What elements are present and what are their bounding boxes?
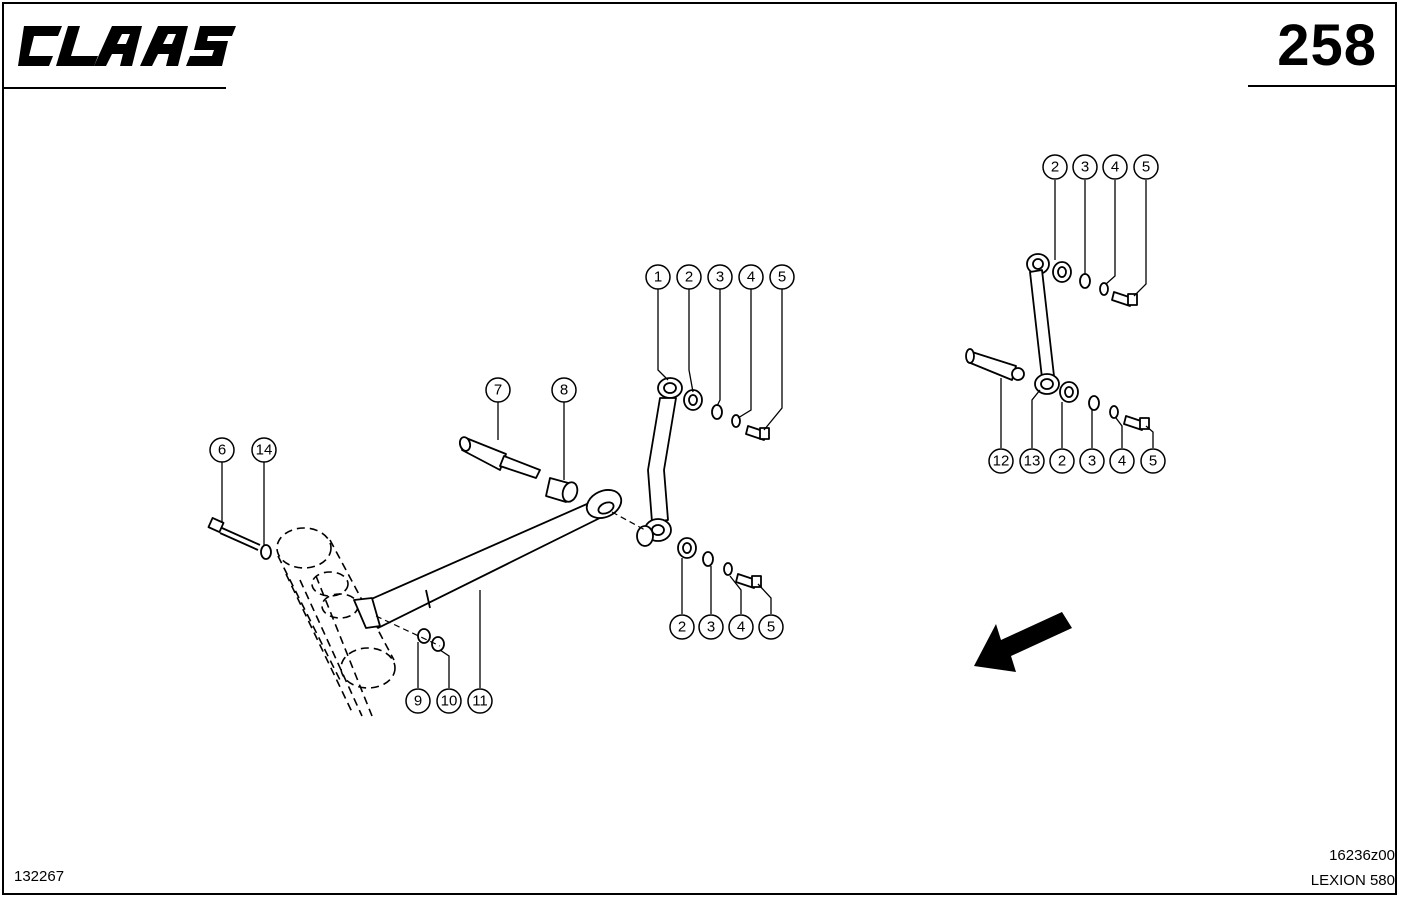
callout-label: 2: [685, 269, 693, 286]
callout-2-inset-lower: 2: [1049, 448, 1075, 474]
callout-label: 2: [1058, 453, 1066, 470]
callout-7: 7: [485, 377, 511, 403]
washer-14: [260, 544, 272, 560]
callout-3-lower: 3: [698, 614, 724, 640]
callout-label: 12: [993, 453, 1010, 470]
callout-3: 3: [707, 264, 733, 290]
callout-label: 5: [1149, 453, 1157, 470]
callout-10: 10: [436, 688, 462, 714]
callout-5-inset-lower: 5: [1140, 448, 1166, 474]
lever-1: [644, 377, 683, 542]
bushing-8: [545, 477, 579, 503]
callout-14: 14: [251, 437, 277, 463]
callout-label: 2: [1051, 159, 1059, 176]
callout-5: 5: [769, 264, 795, 290]
callout-label: 3: [1081, 159, 1089, 176]
nut-10: [431, 636, 445, 652]
upper-hardware: [683, 389, 770, 441]
callout-label: 3: [707, 619, 715, 636]
callout-2: 2: [676, 264, 702, 290]
callout-label: 7: [494, 382, 502, 399]
callout-4: 4: [738, 264, 764, 290]
callout-2-lower: 2: [669, 614, 695, 640]
callout-label: 10: [441, 693, 458, 710]
callout-12: 12: [988, 448, 1014, 474]
claas-logo: [18, 26, 236, 66]
callout-6: 6: [209, 437, 235, 463]
callout-4-inset-lower: 4: [1109, 448, 1135, 474]
callout-label: 2: [678, 619, 686, 636]
callout-label: 9: [414, 693, 422, 710]
callout-label: 4: [1118, 453, 1126, 470]
callout-13: 13: [1019, 448, 1045, 474]
callout-5-lower: 5: [758, 614, 784, 640]
handle-7: [458, 436, 541, 479]
machine-model: LEXION 580: [1310, 872, 1395, 889]
callout-4-lower: 4: [728, 614, 754, 640]
callout-label: 13: [1024, 453, 1041, 470]
callout-label: 6: [218, 442, 226, 459]
callout-label: 4: [737, 619, 745, 636]
callout-label: 4: [747, 269, 755, 286]
callout-1: 1: [645, 264, 671, 290]
callout-11: 11: [467, 688, 493, 714]
callout-label: 1: [654, 269, 662, 286]
long-link-11: [353, 489, 623, 629]
callout-label: 8: [560, 382, 568, 399]
callout-3-inset-lower: 3: [1079, 448, 1105, 474]
leader-lines-main: [221, 289, 783, 688]
callout-label: 5: [767, 619, 775, 636]
washer-9: [417, 628, 431, 644]
callout-label: 3: [1088, 453, 1096, 470]
callout-5-inset: 5: [1133, 154, 1159, 180]
inset-assembly: [965, 180, 1154, 448]
callout-label: 4: [1111, 159, 1119, 176]
callout-9: 9: [405, 688, 431, 714]
callout-4-inset: 4: [1102, 154, 1128, 180]
page-number: 258: [1277, 13, 1377, 78]
callout-8: 8: [551, 377, 577, 403]
lower-hardware: [636, 525, 762, 589]
callout-label: 3: [716, 269, 724, 286]
drawing-number: 16236z00: [1329, 847, 1395, 864]
callout-label: 5: [778, 269, 786, 286]
header-rule-left: [2, 87, 226, 89]
bolt-6: [207, 517, 261, 551]
callout-2-inset: 2: [1042, 154, 1068, 180]
header-rule-right: [1248, 85, 1397, 87]
callout-3-inset: 3: [1072, 154, 1098, 180]
arrow-down-left-icon: [974, 612, 1072, 672]
callout-label: 5: [1142, 159, 1150, 176]
callout-label: 11: [472, 693, 488, 710]
callout-label: 14: [256, 442, 273, 459]
document-id: 132267: [14, 868, 65, 885]
